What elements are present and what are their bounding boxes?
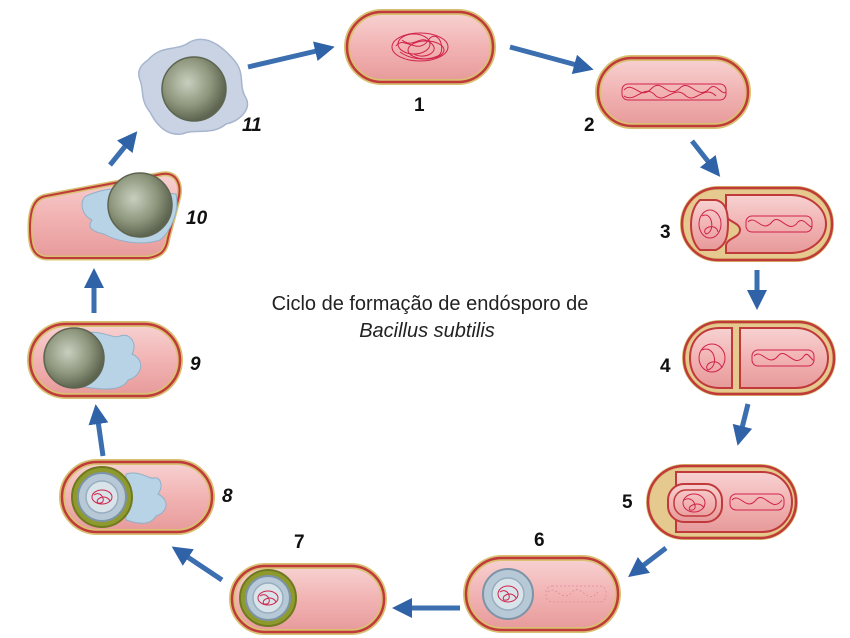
- cell-stage-6: [463, 555, 621, 633]
- cell-stage-7: [229, 563, 387, 635]
- step-label-9: 9: [190, 354, 201, 375]
- step-label-8: 8: [222, 486, 233, 507]
- step-label-1: 1: [414, 95, 425, 116]
- cell-stage-5: [646, 464, 798, 540]
- arrow-1-to-2: [509, 44, 594, 75]
- arrow-5-to-6: [628, 546, 668, 578]
- arrow-7-to-8: [171, 546, 224, 583]
- arrow-8-to-9: [88, 404, 109, 457]
- arrow-4-to-5: [732, 403, 753, 446]
- arrow-11-to-1: [247, 41, 335, 70]
- cell-stage-4: [682, 320, 836, 396]
- diagram-title: Ciclo de formação de endósporo de: [271, 293, 589, 315]
- dna-elongated: [621, 83, 727, 101]
- cycle-arrows: [84, 41, 767, 618]
- cell-stage-1: [344, 9, 496, 85]
- step-label-5: 5: [622, 492, 633, 513]
- cell-stage-9: [27, 321, 183, 399]
- arrow-2-to-3: [690, 139, 721, 177]
- step-label-6: 6: [534, 530, 545, 551]
- step-label-10: 10: [186, 208, 208, 229]
- step-label-4: 4: [660, 356, 671, 377]
- cell-stage-10: [27, 171, 182, 261]
- cell-stage-2: [595, 55, 751, 129]
- cell-stage-11-free-spore: [137, 38, 249, 135]
- cell-stage-8: [59, 459, 215, 535]
- step-label-2: 2: [584, 115, 595, 136]
- dna-nucleoid: [391, 32, 449, 62]
- diagram-subtitle-species: Bacillus subtilis: [359, 320, 495, 342]
- arrow-10-to-11: [108, 131, 138, 167]
- step-label-7: 7: [294, 532, 305, 553]
- step-label-11: 11: [242, 115, 262, 136]
- step-labels: 1 2 3 4 5 6 7 8 9 10 11: [186, 95, 671, 553]
- cell-stage-3: [680, 186, 834, 262]
- step-label-3: 3: [660, 222, 671, 243]
